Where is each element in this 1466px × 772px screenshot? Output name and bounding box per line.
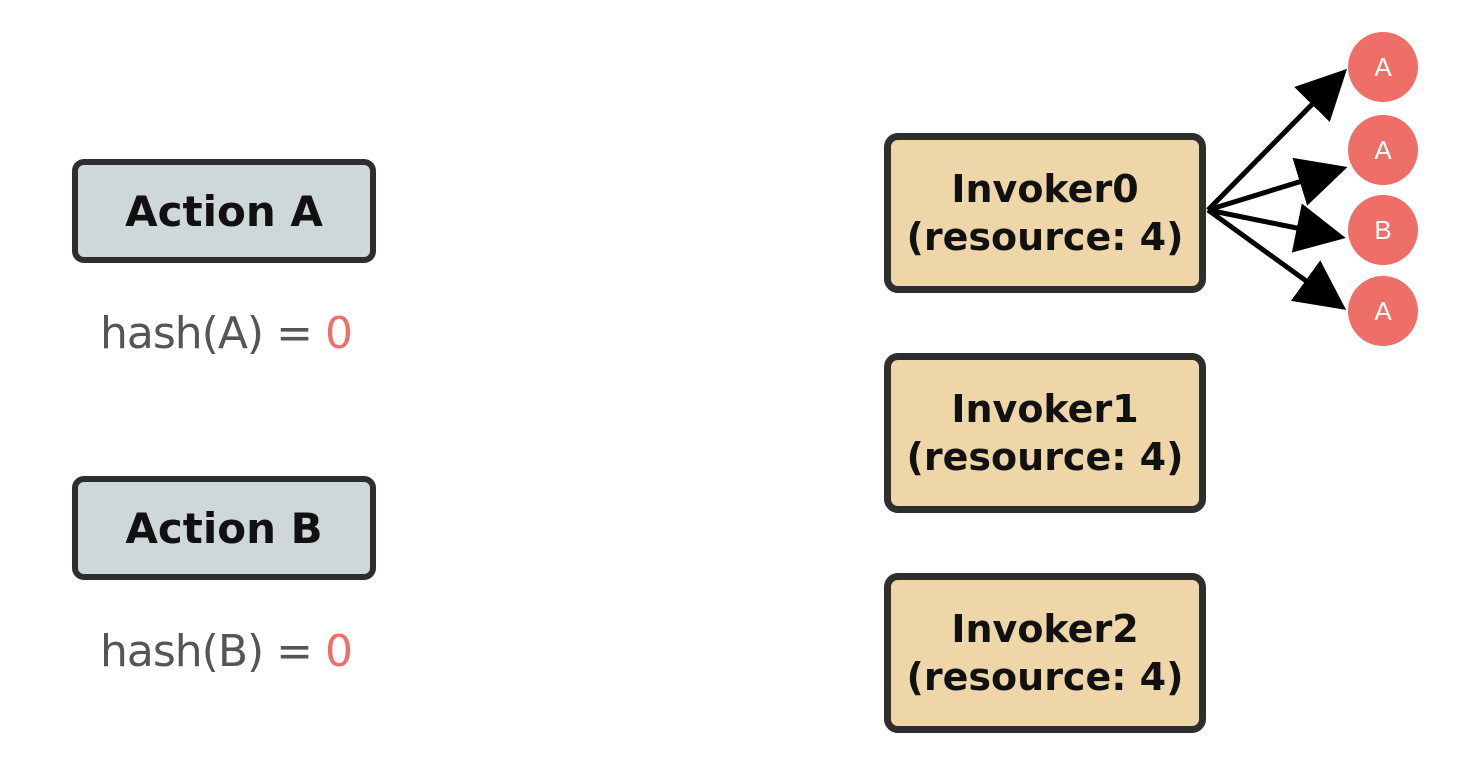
task-2-label: B <box>1374 214 1392 245</box>
arrow-to-task-1 <box>1207 157 1348 213</box>
hash-a-value: 0 <box>324 308 353 359</box>
hash-a-line: hash(A) = 0 <box>100 308 353 359</box>
invoker-1-name: Invoker1 <box>951 387 1139 431</box>
hash-b-value: 0 <box>325 626 353 677</box>
invoker-0-resource: (resource: 4) <box>906 215 1184 259</box>
arrow-to-task-2 <box>1207 203 1346 253</box>
task-0-label: A <box>1374 51 1392 82</box>
action-b-label: Action B <box>125 503 323 553</box>
task-circle-0: A <box>1348 32 1418 102</box>
task-1-label: A <box>1374 134 1392 165</box>
invoker-0-name: Invoker0 <box>951 167 1139 211</box>
invoker-0-box: Invoker0 (resource: 4) <box>884 133 1206 293</box>
task-3-label: A <box>1374 295 1392 326</box>
invoker-1-resource: (resource: 4) <box>906 435 1184 479</box>
arrow-to-task-3 <box>1206 207 1347 310</box>
task-circle-2: B <box>1348 195 1418 265</box>
invoker-2-resource: (resource: 4) <box>906 655 1184 699</box>
hash-b-expr: hash(B) = <box>100 626 326 677</box>
invoker-2-box: Invoker2 (resource: 4) <box>884 573 1206 733</box>
hash-a-expr: hash(A) = <box>100 308 325 359</box>
action-b-box: Action B <box>72 476 376 580</box>
arrow-to-task-0 <box>1206 68 1348 212</box>
task-circle-1: A <box>1348 115 1418 185</box>
invoker-2-name: Invoker2 <box>951 607 1139 651</box>
action-a-label: Action A <box>125 186 323 236</box>
task-circle-3: A <box>1348 276 1418 346</box>
invoker-1-box: Invoker1 (resource: 4) <box>884 353 1206 513</box>
action-a-box: Action A <box>72 159 376 263</box>
hash-b-line: hash(B) = 0 <box>100 626 353 677</box>
